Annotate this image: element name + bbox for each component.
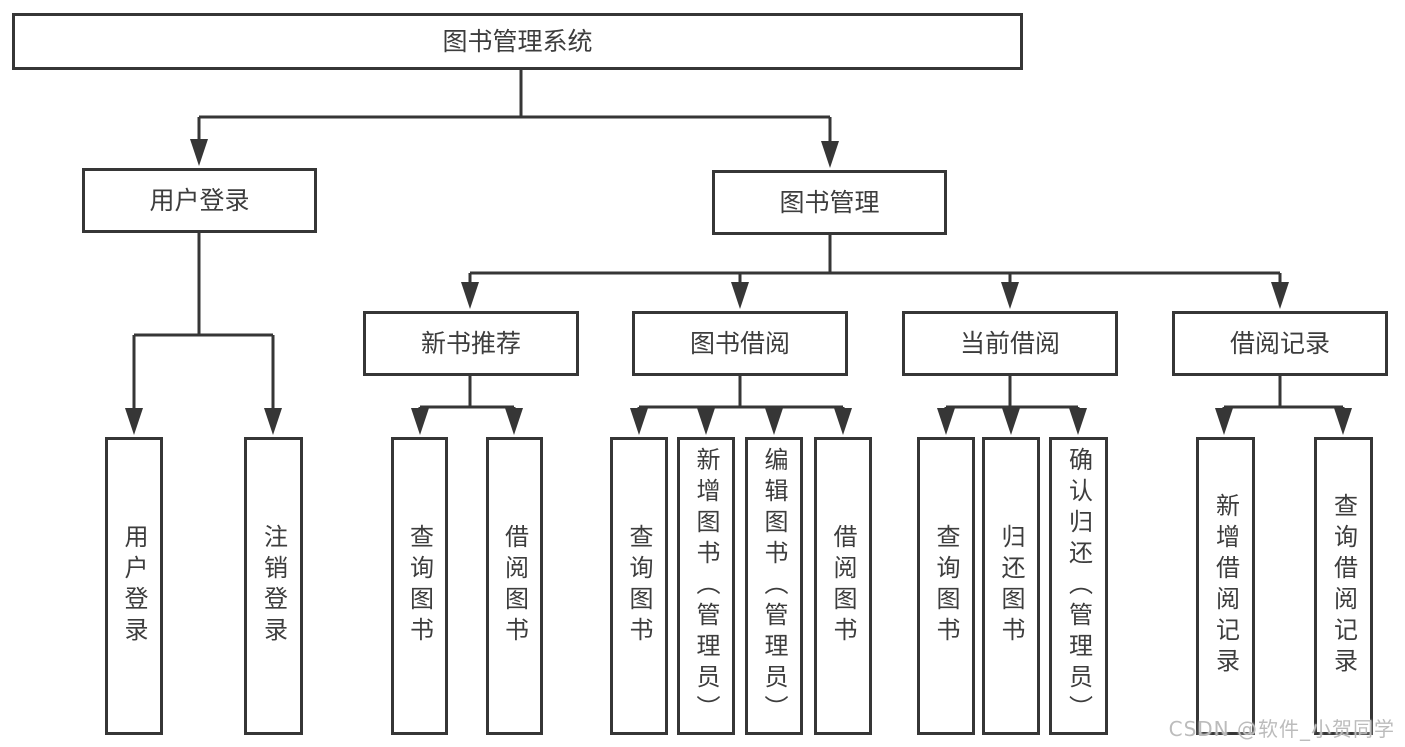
node-confirm-return-admin: 确认归还（管理员） (1049, 437, 1108, 735)
node-query-books-recommend: 查询图书 (391, 437, 448, 735)
node-return-book: 归还图书 (982, 437, 1040, 735)
node-book-management: 图书管理 (712, 170, 947, 235)
node-borrowing-records: 借阅记录 (1172, 311, 1388, 376)
node-borrow-books-borrowing: 借阅图书 (814, 437, 872, 735)
node-add-book-admin: 新增图书（管理员） (677, 437, 735, 735)
node-user-login: 用户登录 (82, 168, 317, 233)
node-library-management-system: 图书管理系统 (12, 13, 1023, 70)
node-query-books-current: 查询图书 (917, 437, 975, 735)
node-query-borrow-record: 查询借阅记录 (1314, 437, 1373, 735)
node-query-books-borrowing: 查询图书 (610, 437, 668, 735)
node-add-borrow-record: 新增借阅记录 (1196, 437, 1255, 735)
node-borrow-books-recommend: 借阅图书 (486, 437, 543, 735)
node-current-borrowing: 当前借阅 (902, 311, 1118, 376)
node-new-book-recommendation: 新书推荐 (363, 311, 579, 376)
watermark: CSDN @软件_小贺同学 (1168, 717, 1395, 741)
node-book-borrowing: 图书借阅 (632, 311, 848, 376)
node-edit-book-admin: 编辑图书（管理员） (745, 437, 803, 735)
node-user-login-leaf: 用户登录 (105, 437, 163, 735)
node-logout-leaf: 注销登录 (244, 437, 303, 735)
